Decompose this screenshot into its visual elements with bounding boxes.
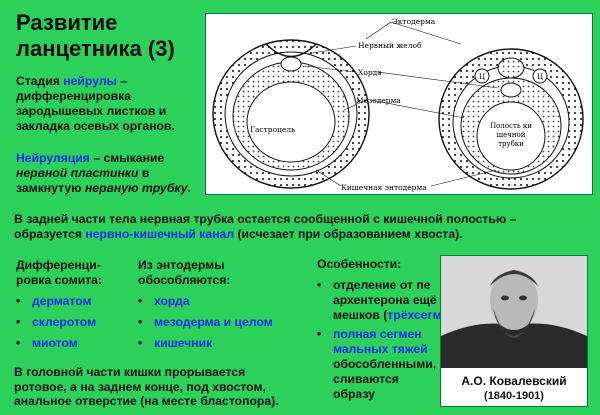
kovalevsky-photo <box>441 256 587 368</box>
neuroenteric-paragraph: В задней части тела нервная трубка остае… <box>14 212 517 241</box>
list-item: •хорда <box>138 294 190 308</box>
label-gastrocoel: Гастроцель <box>250 125 295 134</box>
embryo-cross-sections: Эктодерма Нервный желоб Хорда Мезодерма … <box>212 17 584 192</box>
early-neurula-section <box>212 39 370 189</box>
label-mesoderm: Мезодерма <box>356 96 401 105</box>
endoderm-derivatives: Из энтодермы обособляются: •хорда •мезод… <box>138 258 313 351</box>
label-gut-cavity-1: Полость ки <box>490 122 532 130</box>
somite-list: •дерматом •склеротом •миотом <box>16 294 136 351</box>
neurula-paragraph: Стадия нейрулы – дифференцировка зародыш… <box>16 74 175 133</box>
neuroenteric-canal-term: нервно-кишечный канал <box>85 227 235 241</box>
neurulation-term: Нейруляция <box>16 151 90 165</box>
label-neural-groove: Нервный желоб <box>358 41 422 50</box>
label-gut-cavity-3: трубки <box>498 140 524 148</box>
features-section: Особенности: • отделение от пе архентеро… <box>317 257 442 407</box>
neurula-term: нейрулы <box>63 74 117 88</box>
list-item: • отделение от пе архентерона ещё мешков… <box>317 278 442 322</box>
somite-differentiation: Дифференци- ровка сомита: •дерматом •скл… <box>16 258 136 351</box>
label-coelom-right: Ц <box>537 73 543 81</box>
list-item: • полная сегмен мальных тяжей обособленн… <box>317 327 437 401</box>
kovalevsky-portrait-card: А.О. Ковалевский (1840-1901) <box>440 255 588 407</box>
portrait-name: А.О. Ковалевский <box>461 374 567 388</box>
neurulation-paragraph: Нейруляция – смыкание нервной пластинки … <box>16 151 191 195</box>
label-ectoderm: Эктодерма <box>392 17 436 26</box>
portrait-years: (1840-1901) <box>484 390 544 402</box>
slide-title: Развитие ланцетника (3) <box>16 10 216 62</box>
list-item: •кишечник <box>138 336 213 350</box>
features-list: • отделение от пе архентерона ещё мешков… <box>317 278 442 402</box>
list-item: •склеротом <box>16 315 97 329</box>
endoderm-list: •хорда •мезодерма и целом •кишечник <box>138 294 313 351</box>
label-intestinal-endoderm: Кишечная энтодерма <box>341 183 427 192</box>
label-coelom-left: Ц <box>479 73 485 81</box>
list-item: •мезодерма и целом <box>138 315 273 329</box>
title-line-1: Развитие <box>16 10 118 35</box>
label-notochord: Хорда <box>358 68 382 77</box>
mouth-anus-paragraph: В головной части кишки прорывается ротов… <box>14 365 279 408</box>
neurula-diagram: Эктодерма Нервный желоб Хорда Мезодерма … <box>205 13 593 195</box>
features-heading: Особенности: <box>317 257 402 271</box>
list-item: •миотом <box>16 336 78 350</box>
title-line-2: ланцетника (3) <box>16 36 175 61</box>
label-gut-cavity-2: шечной <box>497 131 526 139</box>
late-neurula-section <box>438 48 584 190</box>
list-item: •дерматом <box>16 294 92 308</box>
